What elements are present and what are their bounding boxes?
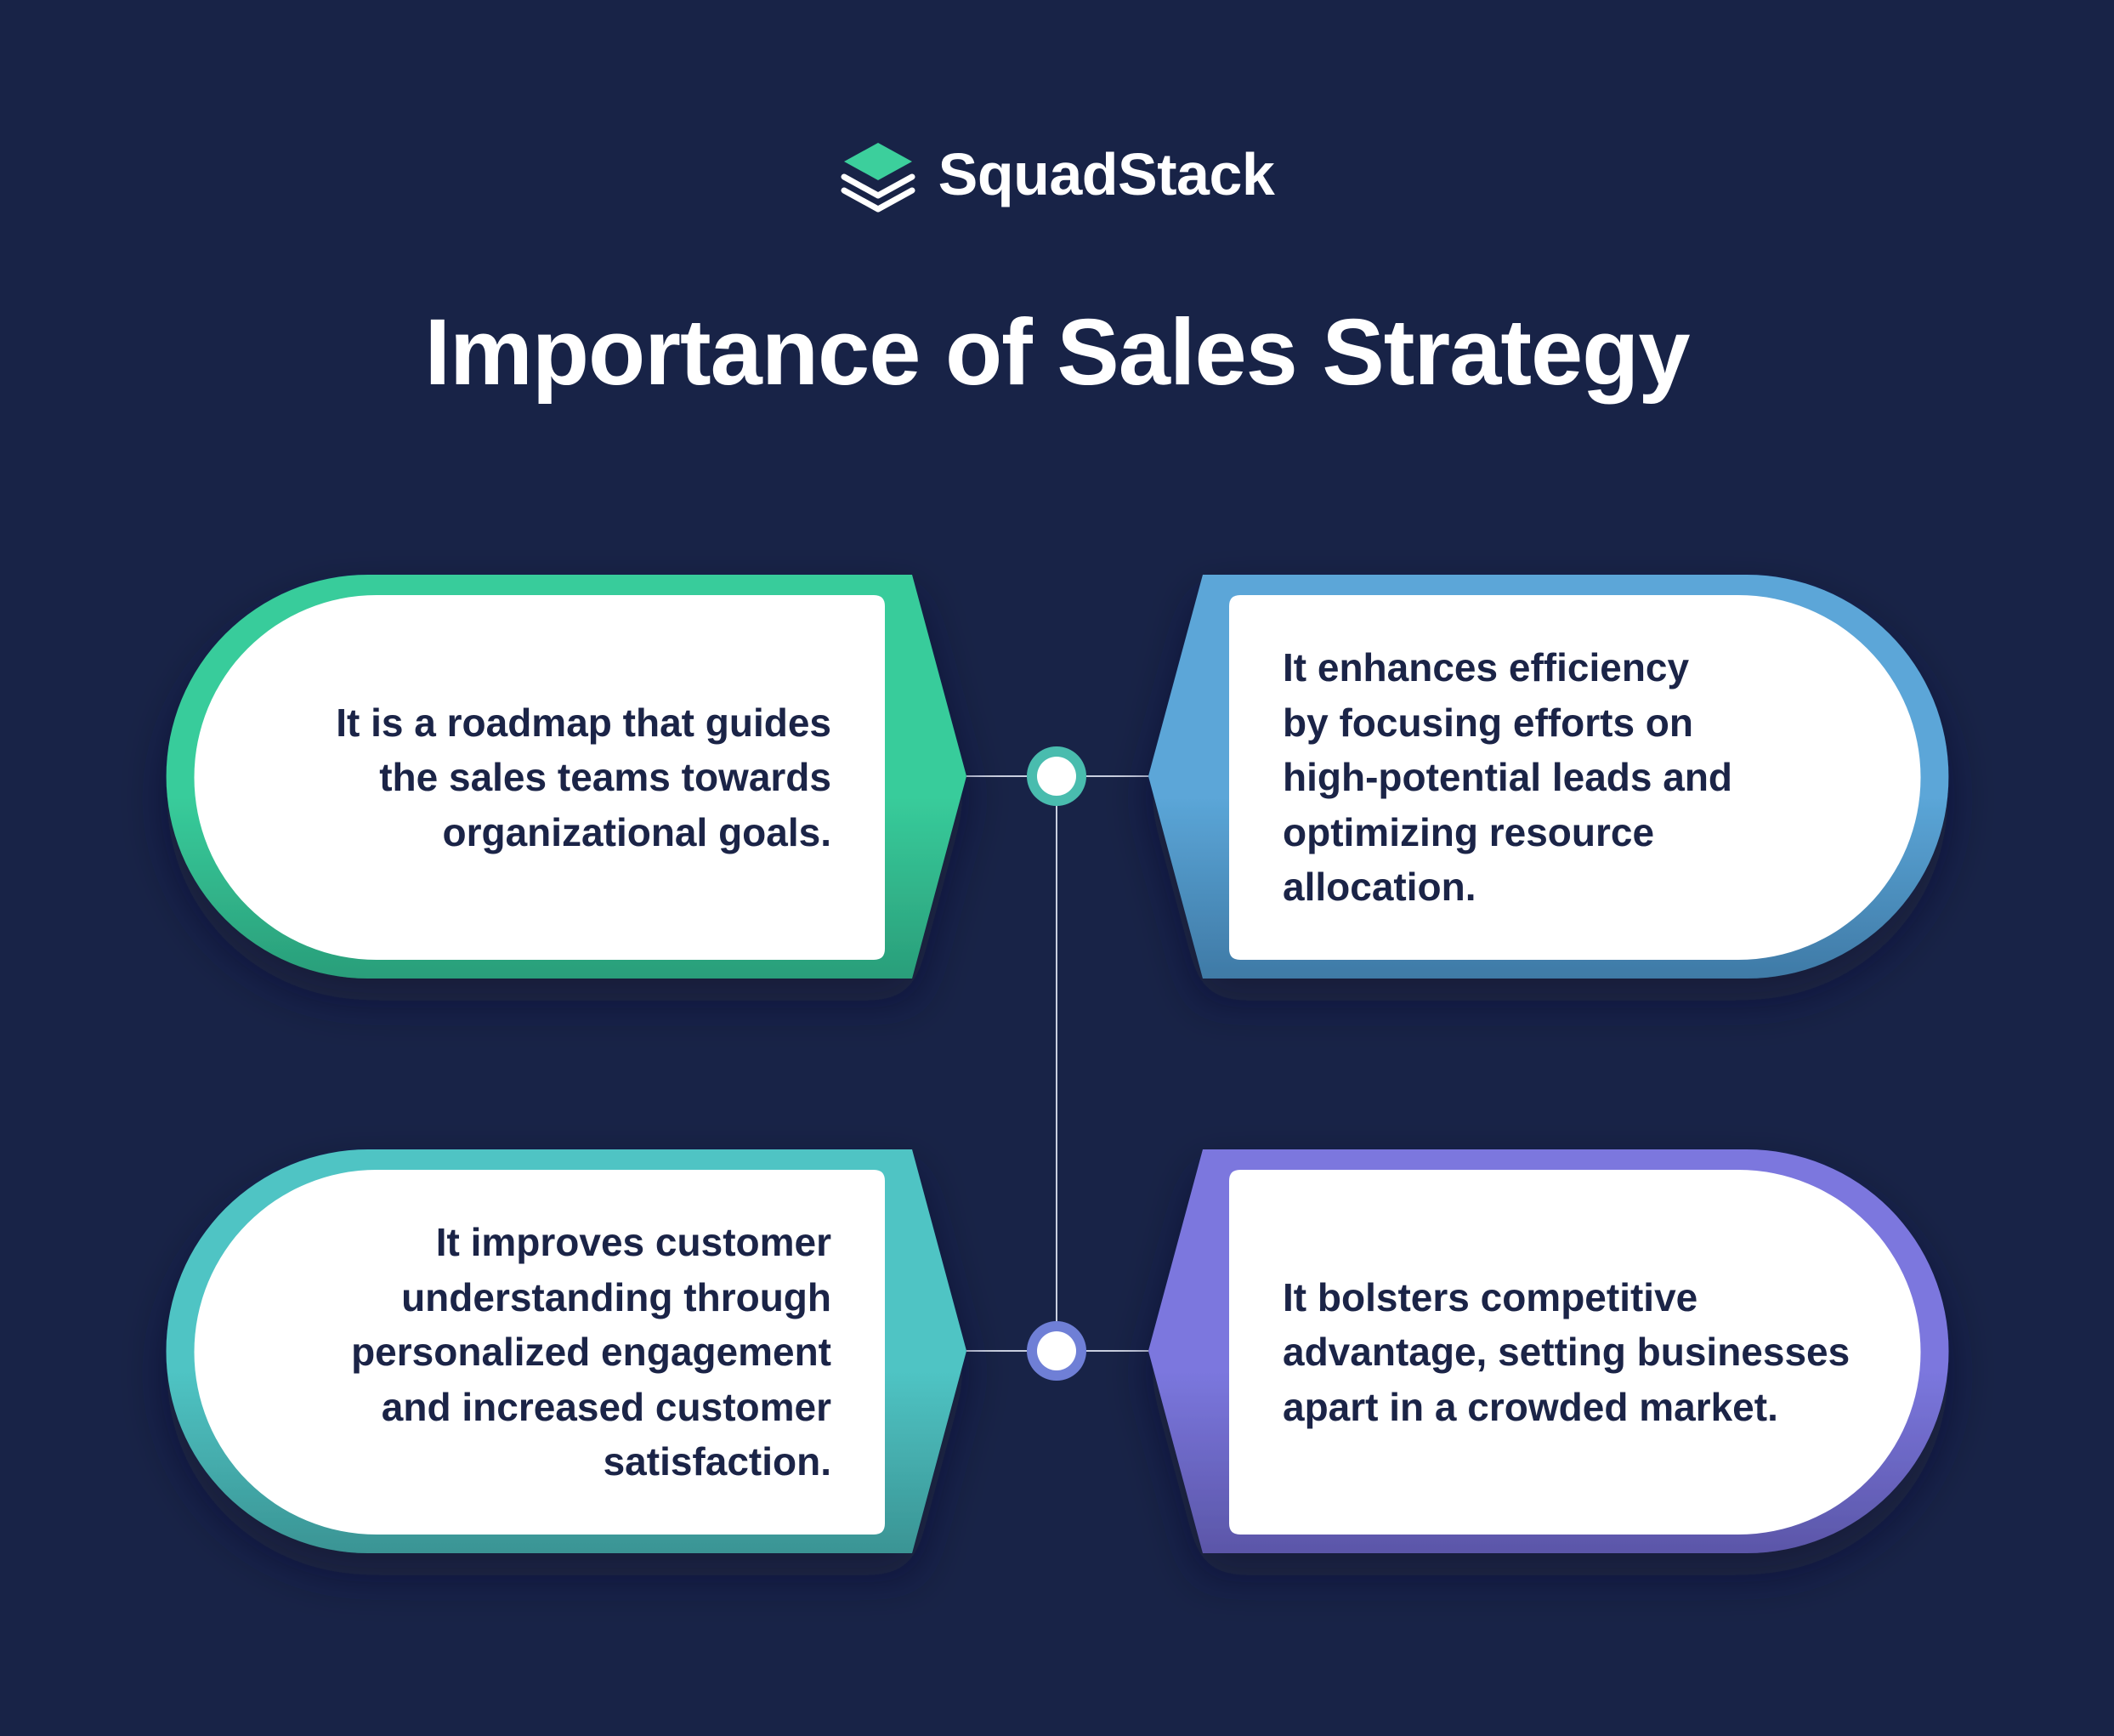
card-line: allocation. [1283,865,1476,910]
card-bottom-left-panel [194,1170,885,1535]
card-top-right-text: It enhances efficiency by focusing effor… [1283,595,1912,960]
card-bottom-right [1148,1149,1949,1553]
card-line: and increased customer [381,1384,831,1429]
card-bottom-left-text: It improves customer understanding throu… [255,1170,831,1535]
card-top-right [1148,575,1949,979]
node-bottom [1027,1321,1086,1381]
node-top [1027,746,1086,806]
card-line: It improves customer [435,1220,831,1265]
card-bottom-left [166,1149,966,1553]
card-bottom-right-text: It bolsters competitive advantage, setti… [1283,1170,1912,1535]
card-top-right-panel [1229,595,1921,960]
card-line: apart in a crowded market. [1283,1384,1778,1429]
card-line: personalized engagement [351,1330,831,1375]
connector-lines [966,775,1148,1352]
page-title: Importance of Sales Strategy [424,300,1690,405]
card-top-left-text: It is a roadmap that guides the sales te… [255,595,831,960]
card-line: the sales teams towards [379,755,831,800]
card-line: high-potential leads and [1283,755,1733,800]
card-line: It bolsters competitive [1283,1274,1698,1319]
card-line: organizational goals. [442,809,831,854]
card-line: It is a roadmap that guides [336,700,831,745]
stacked-layers-icon [841,143,915,213]
card-line: satisfaction. [603,1439,831,1484]
card-line: It enhances efficiency [1283,645,1690,690]
card-line: understanding through [401,1274,831,1319]
card-top-left [166,575,966,979]
brand-name: SquadStack [938,141,1275,207]
card-line: advantage, setting businesses [1283,1330,1850,1375]
card-bottom-right-panel [1229,1170,1921,1535]
card-line: optimizing resource [1283,809,1655,854]
brand-logo: SquadStack [0,136,2114,213]
card-top-left-panel [194,595,885,960]
card-line: by focusing efforts on [1283,700,1693,745]
